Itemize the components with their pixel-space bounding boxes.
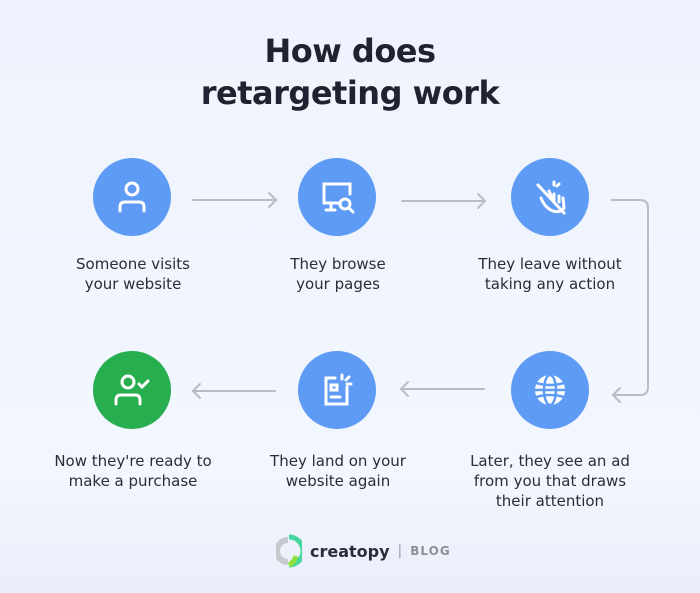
step-5-circle (298, 351, 376, 429)
step-6-circle (93, 351, 171, 429)
title-line-2: retargeting work (200, 74, 500, 112)
hand-tap-off-icon (536, 180, 566, 215)
creatopy-logo-icon (276, 534, 302, 568)
separator: | (397, 543, 403, 559)
user-icon (118, 181, 146, 213)
arrow-left-1 (399, 381, 485, 397)
brand-name: creatopy (310, 541, 390, 561)
step-1-circle (93, 158, 171, 236)
arrow-right-1 (192, 192, 278, 208)
creatopy-blog-logo: creatopy | BLOG (276, 534, 451, 568)
arrow-right-2 (401, 193, 487, 209)
step-4-circle (511, 351, 589, 429)
user-check-icon (114, 374, 150, 406)
title-line-1: How does (264, 32, 436, 70)
step-3-circle (511, 158, 589, 236)
step-2-circle (298, 158, 376, 236)
section-label: BLOG (410, 544, 451, 558)
arrow-left-2 (191, 383, 276, 399)
page-notification-icon (324, 373, 353, 406)
arrow-loop-down (611, 199, 649, 403)
globe-icon (534, 373, 566, 407)
monitor-search-icon (322, 182, 355, 214)
page-title: How does retargeting work (0, 30, 700, 114)
